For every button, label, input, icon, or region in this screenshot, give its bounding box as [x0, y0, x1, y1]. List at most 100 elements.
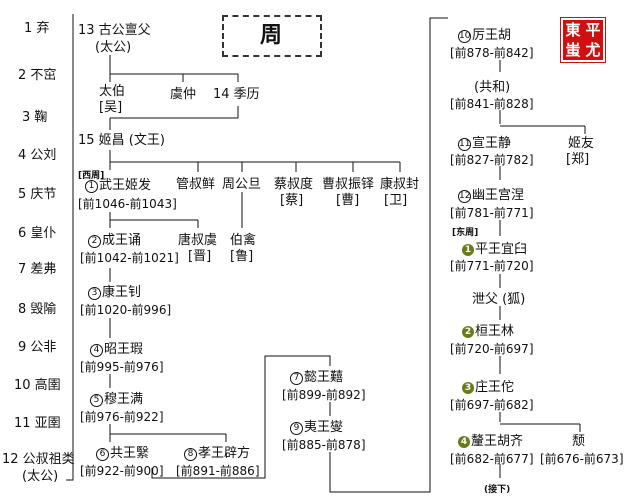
name: 庄王佗 [475, 380, 515, 395]
state-cao: [曹] [336, 193, 360, 208]
reign-number: 5 [90, 394, 103, 407]
years-kang-wang: [前1020-前996] [80, 303, 172, 317]
node-gugong: 13 古公亶父 [78, 23, 151, 38]
seal-stamp: 東 平 蚩 尤 [560, 17, 606, 63]
node-jili: 14 季历 [213, 87, 260, 102]
reign-number: 3 [88, 287, 101, 300]
node-boqin: 伯禽 [230, 233, 257, 248]
seal-char: 蚩 [565, 41, 581, 59]
ancestor-item: 7 差弗 [18, 262, 57, 277]
reign-number: 4 [90, 344, 103, 357]
node-tangshu: 唐叔虞 [178, 233, 218, 248]
tag-eastern-zhou: [东周] [452, 228, 479, 238]
state-wei: [卫] [384, 193, 408, 208]
years-xi-wang: [前682-前677] [450, 452, 534, 466]
reign-number: 11 [458, 138, 471, 151]
reign-number: 2 [462, 326, 474, 338]
tag-western-zhou: [西周] [78, 171, 105, 181]
node-gonghe: (共和) [474, 80, 511, 95]
reign-number: 4 [458, 436, 470, 448]
node-kangshu: 康叔封 [380, 177, 420, 192]
page-title: 周 [259, 23, 284, 48]
node-yuzhong: 虞仲 [170, 87, 197, 102]
node-tui: 颓 [572, 434, 586, 449]
name: 共王繄 [110, 446, 150, 461]
years-xiao-wang: [前891-前886] [176, 464, 260, 478]
name: 康王钊 [102, 285, 142, 300]
name: 厉王胡 [472, 28, 512, 43]
name: 成王诵 [102, 233, 142, 248]
years-wu-wang: [前1046-前1043] [78, 197, 177, 211]
name: 昭王瑕 [104, 342, 144, 357]
years-yi-wang-7: [前899-前892] [282, 388, 366, 402]
ancestor-item: 11 亚圉 [14, 416, 61, 431]
name: 幽王宫涅 [472, 188, 525, 203]
reign-number: 9 [290, 422, 303, 435]
years-xuan-wang: [前827-前782] [450, 153, 534, 167]
state-zheng: [郑] [566, 152, 590, 167]
name: 孝王辟方 [198, 446, 251, 461]
years-gong-wang: [前922-前900] [80, 464, 164, 478]
node-caishu: 蔡叔度 [274, 177, 314, 192]
years-you-wang: [前781-前771] [450, 206, 534, 220]
years-ping-wang: [前771-前720] [450, 259, 534, 273]
tag-continued: (接下) [484, 485, 511, 495]
years-zhao-wang: [前995-前976] [80, 360, 164, 374]
reign-number: 3 [462, 382, 474, 394]
ancestor-item: 9 公非 [18, 340, 57, 355]
node-jiyou: 姬友 [568, 136, 595, 151]
node-gugong-alias: (太公) [95, 40, 132, 55]
node-xiefu: 泄父 (狐) [472, 292, 526, 307]
node-jichang: 15 姬昌 (文王) [78, 133, 165, 148]
years-tui: [前676-前673] [540, 452, 624, 466]
state-cai: [蔡] [280, 193, 304, 208]
reign-number: 12 [458, 190, 471, 203]
reign-number: 1 [85, 180, 98, 193]
name: 釐王胡齐 [471, 434, 524, 449]
years-yi-wang-9: [前885-前878] [282, 438, 366, 452]
title-frame: 周 [222, 15, 322, 57]
reign-number: 2 [88, 235, 101, 248]
years-huan-wang: [前720-前697] [450, 342, 534, 356]
reign-number: 6 [96, 448, 109, 461]
years-zhuang-wang: [前697-前682] [450, 398, 534, 412]
seal-char: 尤 [585, 41, 601, 59]
seal-char: 東 [565, 21, 581, 39]
reign-number: 7 [290, 372, 303, 385]
name: 宣王静 [472, 136, 512, 151]
name: 平王宜臼 [475, 242, 528, 257]
ancestor-item: 8 毁隃 [18, 302, 57, 317]
ancestor-item: 12 公叔祖类 [2, 452, 75, 467]
years-gonghe: [前841-前828] [450, 97, 534, 111]
node-zhougong: 周公旦 [222, 177, 262, 192]
state-jin: [晋] [188, 249, 212, 264]
name: 夷王燮 [304, 420, 344, 435]
node-taibo: 太伯 [99, 84, 126, 99]
ancestor-item: 2 不窋 [18, 68, 57, 83]
seal-char: 平 [585, 21, 601, 39]
ancestor-item: 10 高圉 [14, 378, 61, 393]
node-caoshu: 曹叔振铎 [322, 177, 375, 192]
ancestor-item: 1 弃 [24, 21, 50, 36]
name: 武王姬发 [99, 178, 152, 193]
reign-number: 1 [462, 244, 474, 256]
ancestor-item: 5 庆节 [18, 187, 57, 202]
reign-number: 10 [458, 30, 471, 43]
name: 桓王林 [475, 324, 515, 339]
state-wu: [吴] [99, 100, 123, 115]
